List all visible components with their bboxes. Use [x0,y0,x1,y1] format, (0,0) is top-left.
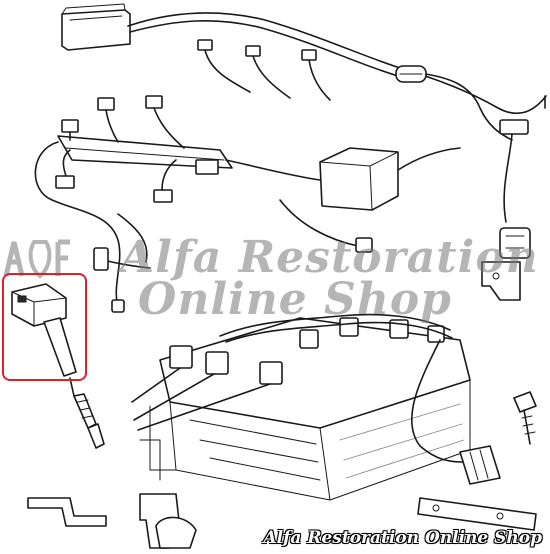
clip-bottom-center [139,493,197,549]
harness-wire-right-down [411,339,463,463]
oval-connector [395,65,513,141]
sensor-plug [111,299,125,313]
harness-wire-left [34,141,121,307]
connector-group-top [197,39,331,101]
injector-harness-band [55,95,233,203]
engine-cylinder-head [139,317,471,501]
right-connector [499,119,529,223]
harness-branch-left [117,213,148,263]
footer-watermark: Alfa Restoration Online Shop [263,528,542,548]
coil-packs-on-engine [131,313,453,431]
ignition-coil [11,283,77,377]
harness-wire-top-parallel [129,19,399,77]
round-multi-connector [459,445,501,485]
mounting-bolt [513,391,537,445]
sensor-connector [93,247,109,271]
watermark-line-2: Online Shop [138,274,452,325]
control-unit-housing [225,147,461,253]
bracket-bottom-left [27,497,107,527]
highlighted-part-frame[interactable] [2,273,87,381]
spark-plug [69,377,105,449]
relay-box-top [61,3,131,51]
watermark-line-1: Alfa Restoration [120,232,539,283]
watermark-logo-icon [3,239,70,279]
harness-wire-top [127,12,547,114]
mounting-bracket-right [481,227,531,301]
bracket-plate-bottom-right [417,497,537,531]
